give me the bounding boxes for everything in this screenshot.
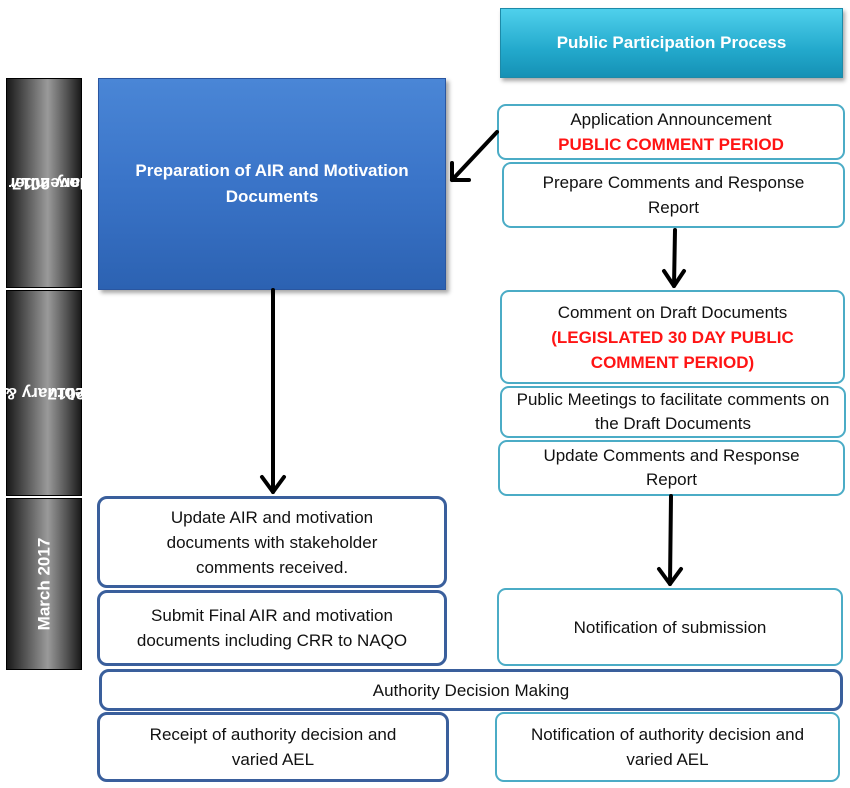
period-march: March 2017 [6, 498, 82, 670]
update-crr-text: Update Comments and Response Report [543, 446, 800, 489]
receipt-decision-text: Receipt of authority decision and varied… [149, 725, 397, 769]
update-air-text: Update AIR and motivation documents with… [166, 507, 378, 577]
receipt-decision-box: Receipt of authority decision and varied… [97, 712, 449, 782]
update-air-box: Update AIR and motivation documents with… [97, 496, 447, 588]
arrow-update-crr-to-notification [657, 494, 683, 586]
public-comment-period-text: PUBLIC COMMENT PERIOD [558, 135, 784, 154]
legislated-period-text: (LEGISLATED 30 DAY PUBLIC COMMENT PERIOD… [551, 327, 794, 372]
submit-final-text: Submit Final AIR and motivation document… [136, 606, 408, 650]
public-participation-header: Public Participation Process [500, 8, 843, 78]
authority-decision-text: Authority Decision Making [372, 680, 570, 700]
notification-decision-text: Notification of authority decision and v… [530, 725, 805, 769]
notification-decision-box: Notification of authority decision and v… [495, 712, 840, 782]
comment-draft-box: Comment on Draft Documents (LEGISLATED 3… [500, 290, 845, 384]
submit-final-box: Submit Final AIR and motivation document… [97, 590, 447, 666]
prepare-crr-text: Prepare Comments and Response Report [542, 173, 805, 217]
header-title: Public Participation Process [556, 33, 787, 52]
public-meetings-text: Public Meetings to facilitate comments o… [516, 390, 830, 433]
application-announcement-text: Application Announcement [570, 110, 772, 129]
application-announcement-box: Application Announcement PUBLIC COMMENT … [497, 104, 845, 160]
comment-draft-text: Comment on Draft Documents [557, 302, 788, 322]
public-meetings-box: Public Meetings to facilitate comments o… [500, 386, 846, 438]
prepare-crr-box: Prepare Comments and Response Report [502, 162, 845, 228]
arrow-preparation-to-update-air [260, 288, 286, 494]
arrow-announcement-to-preparation [450, 130, 499, 182]
arrow-crr-to-draft [662, 228, 686, 288]
authority-decision-box: Authority Decision Making [99, 669, 843, 711]
preparation-air-text: Preparation of AIR and Motivation Docume… [135, 161, 409, 206]
notification-submission-box: Notification of submission [497, 588, 843, 666]
notification-submission-text: Notification of submission [573, 617, 767, 637]
period-nov-jan: November 2016 –January 2017 [0, 78, 120, 288]
